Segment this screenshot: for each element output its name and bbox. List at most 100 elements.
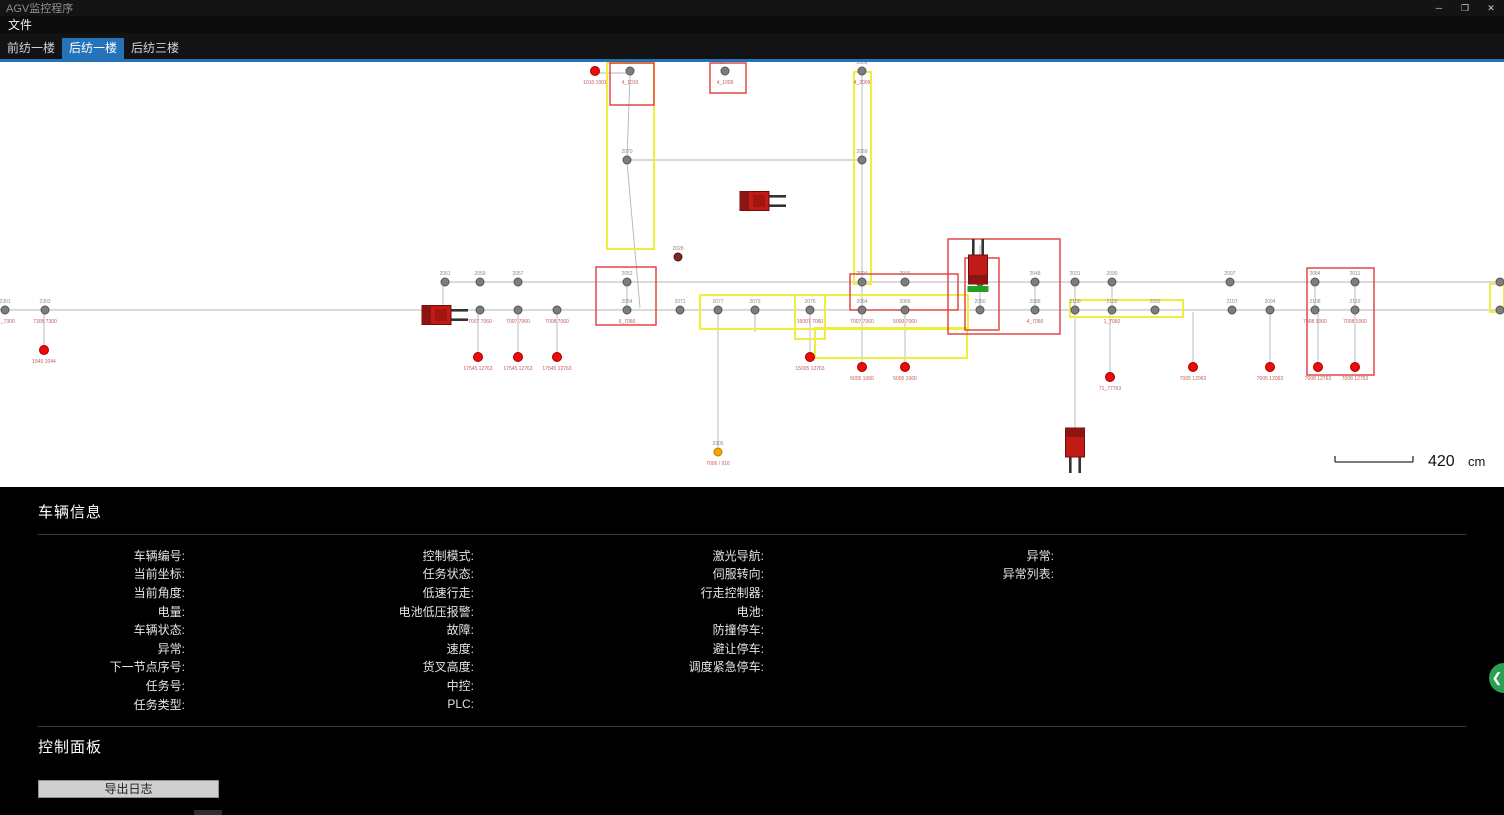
agv-forklift-icon[interactable] (739, 191, 786, 211)
tab-2[interactable]: 后纺三楼 (131, 41, 180, 55)
map-node[interactable] (622, 155, 632, 165)
bottom-partial-button[interactable] (194, 810, 222, 815)
map-node[interactable] (622, 305, 632, 315)
info-field: 任务类型: (38, 695, 287, 714)
info-field: 行走控制器: (574, 583, 864, 602)
map-node[interactable] (805, 352, 815, 362)
map-node[interactable] (1150, 305, 1160, 315)
agv-forklift-icon[interactable] (967, 239, 989, 292)
vehicle-info-column: 控制模式:任务状态:低速行走:电池低压报警:故障:速度:货叉高度:中控:PLC: (287, 546, 574, 713)
map-node[interactable] (513, 277, 523, 287)
tab-0[interactable]: 前纺一楼 (7, 41, 56, 55)
node-sublabel: 7008 1060 (1343, 319, 1367, 325)
map-node[interactable] (475, 305, 485, 315)
map-node[interactable] (1225, 277, 1235, 287)
map-node[interactable] (1188, 362, 1198, 372)
map-node[interactable] (1310, 305, 1320, 315)
map-node[interactable] (0, 305, 10, 315)
agv-forklift-icon[interactable] (1065, 427, 1085, 473)
menu-item-file[interactable]: 文件 (8, 18, 33, 32)
info-field: 电池: (574, 602, 864, 621)
map-node[interactable] (1265, 362, 1275, 372)
info-field: 当前角度: (38, 583, 287, 602)
map-node[interactable] (1105, 372, 1115, 382)
map-node[interactable] (1350, 362, 1360, 372)
map-node[interactable] (1350, 277, 1360, 287)
node-sublabel: 4_1010 (622, 80, 639, 86)
info-field: 故障: (287, 620, 574, 639)
map-node[interactable] (900, 362, 910, 372)
map-node[interactable] (39, 345, 49, 355)
node-sublabel: 1545 1044 (32, 359, 56, 365)
node-label: 2050 (974, 299, 985, 305)
map-canvas[interactable]: 1010 100120724_101020744_100920094_20092… (0, 62, 1504, 487)
map-node[interactable] (475, 277, 485, 287)
field-label: 故障: (446, 623, 474, 638)
map-node[interactable] (1030, 277, 1040, 287)
export-log-button[interactable]: 导出日志 (38, 780, 219, 799)
map-node[interactable] (1310, 277, 1320, 287)
scale-unit: cm (1468, 454, 1485, 469)
node-sublabel: 17545 12763 (463, 366, 492, 372)
node-label: 2071 (674, 299, 685, 305)
map-node[interactable] (675, 305, 685, 315)
info-field: 车辆状态: (38, 620, 287, 639)
map-node[interactable] (900, 277, 910, 287)
agv-forklift-icon[interactable] (421, 305, 468, 325)
map-node[interactable] (1495, 305, 1504, 315)
map-node[interactable] (857, 155, 867, 165)
map-node[interactable] (720, 66, 730, 76)
map-node[interactable] (1030, 305, 1040, 315)
node-label: 2073 (749, 299, 760, 305)
map-node[interactable] (857, 305, 867, 315)
map-node[interactable] (1313, 362, 1323, 372)
field-label: 避让停车: (712, 641, 764, 656)
map-node[interactable] (552, 305, 562, 315)
map-node[interactable] (473, 352, 483, 362)
yellow-zone (606, 62, 655, 250)
map-node[interactable] (40, 305, 50, 315)
map-node[interactable] (857, 277, 867, 287)
map-node[interactable] (440, 277, 450, 287)
map-node[interactable] (805, 305, 815, 315)
map-node[interactable] (750, 305, 760, 315)
bottom-panel: 车辆信息 车辆编号:当前坐标:当前角度:电量:车辆状态:异常:下一节点序号:任务… (0, 487, 1504, 815)
map-node[interactable] (1107, 305, 1117, 315)
map-node[interactable] (1070, 305, 1080, 315)
map-node[interactable] (713, 305, 723, 315)
map-node[interactable] (1070, 277, 1080, 287)
map-node[interactable] (1265, 305, 1275, 315)
map-node[interactable] (1495, 277, 1504, 287)
node-sublabel: 4_1009 (717, 80, 734, 86)
map-node[interactable] (1107, 277, 1117, 287)
field-label: 控制模式: (422, 548, 474, 563)
maximize-button[interactable]: ❐ (1460, 2, 1470, 13)
map-node[interactable] (625, 66, 635, 76)
map-node[interactable] (622, 277, 632, 287)
map-node[interactable] (713, 447, 723, 457)
map-node[interactable] (857, 362, 867, 372)
map-node[interactable] (552, 352, 562, 362)
map-node[interactable] (513, 305, 523, 315)
map-node[interactable] (513, 352, 523, 362)
map-node[interactable] (1227, 305, 1237, 315)
title-bar: AGV监控程序 ─ ❐ ✕ (0, 0, 1504, 16)
map-node[interactable] (900, 305, 910, 315)
info-field: 电池低压报警: (287, 602, 574, 621)
tab-1[interactable]: 后纺一楼 (62, 38, 125, 59)
panel-expand-button[interactable]: ❮ (1489, 663, 1504, 693)
yellow-zone (853, 71, 872, 285)
tab-bar: 前纺一楼后纺一楼后纺三楼 (0, 33, 1504, 59)
info-field: 控制模式: (287, 546, 574, 565)
map-node[interactable] (1350, 305, 1360, 315)
field-label: 激光导航: (712, 548, 764, 563)
node-sublabel: 17545 12763 (542, 366, 571, 372)
vehicle-info-title: 车辆信息 (38, 504, 103, 521)
minimize-button[interactable]: ─ (1435, 3, 1443, 13)
map-node[interactable] (673, 252, 683, 262)
close-button[interactable]: ✕ (1487, 2, 1495, 13)
node-label: 2011 (1350, 271, 1361, 277)
map-node[interactable] (857, 66, 867, 76)
map-node[interactable] (975, 305, 985, 315)
map-node[interactable] (590, 66, 600, 76)
